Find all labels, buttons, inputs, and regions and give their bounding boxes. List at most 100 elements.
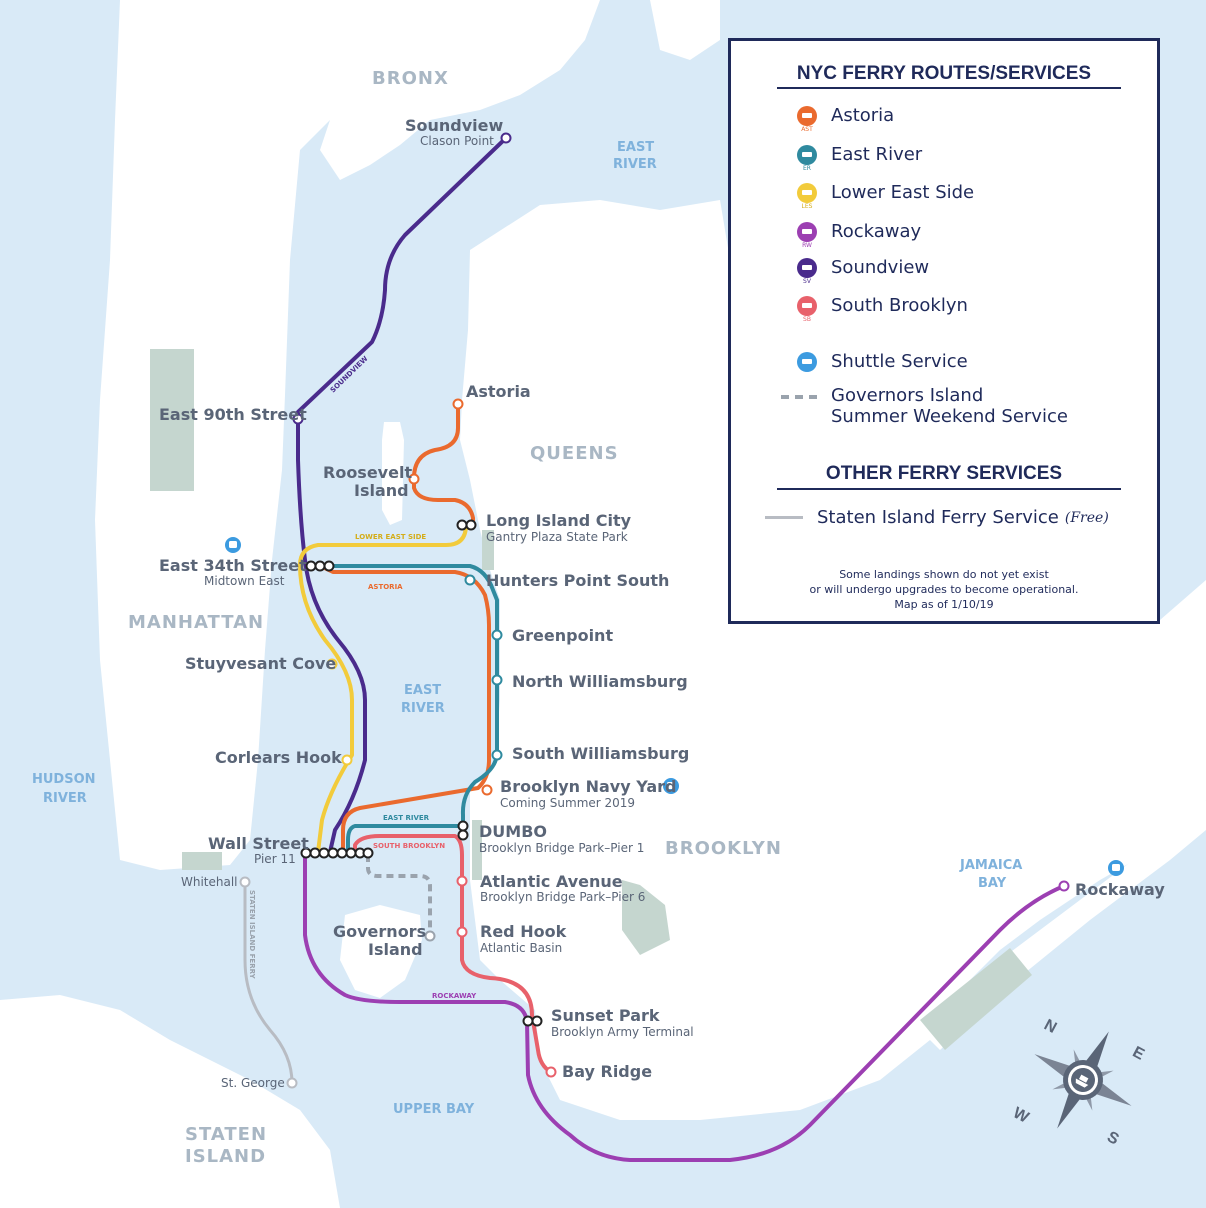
station-label-south-williamsburg: South Williamsburg: [512, 744, 689, 763]
stop-east-90th[interactable]: [292, 413, 304, 425]
staten-island-ferry-line: [243, 882, 294, 1084]
legend-other-title: OTHER FERRY SERVICES: [825, 463, 1063, 484]
legend-label-shuttle: Shuttle Service: [831, 351, 968, 372]
station-label-governors-1: Governors: [333, 922, 426, 941]
manhattan-land: [95, 0, 330, 870]
legend-label-lower-east-side: Lower East Side: [831, 182, 975, 203]
stop-south-williamsburg[interactable]: [491, 749, 503, 761]
stop-long-island-city[interactable]: [456, 519, 477, 531]
bronx-east-land: [650, 0, 720, 60]
legend-row-shuttle: Shuttle Service: [797, 351, 968, 372]
stop-north-williamsburg[interactable]: [491, 674, 503, 686]
station-label-astoria: Astoria: [466, 382, 531, 401]
east-river-route-label: EAST RIVER: [383, 814, 430, 822]
stop-sunset-park[interactable]: [522, 1015, 543, 1027]
stop-hunters-point[interactable]: [464, 574, 476, 586]
water-label-upper-bay: UPPER BAY: [393, 1102, 475, 1117]
brooklyn-bridge-park: [472, 820, 482, 880]
station-label-sunset-park: Sunset Park: [551, 1006, 660, 1025]
legend-row-east-river: ER East River: [797, 144, 923, 172]
legend-label-east-river: East River: [831, 144, 923, 165]
east-river-route: [316, 564, 499, 854]
station-sub-atlantic: Brooklyn Bridge Park–Pier 6: [480, 890, 645, 904]
staten-island-ferry-label: STATEN ISLAND FERRY: [248, 890, 256, 980]
legend-note-3: Map as of 1/10/19: [894, 598, 994, 611]
rockaway-park: [920, 948, 1032, 1050]
water-label-east-river-mid-2: RIVER: [401, 701, 445, 716]
water-label-jamaica-1: JAMAICA: [959, 858, 1022, 873]
stop-red-hook[interactable]: [456, 926, 468, 938]
legend-row-astoria: AST Astoria: [797, 105, 894, 133]
queens-brooklyn-land: [460, 200, 1206, 1120]
stop-soundview[interactable]: [500, 132, 512, 144]
legend-panel: NYC FERRY ROUTES/SERVICES AST Astoria ER…: [728, 38, 1160, 624]
stop-stuyvesant-cove[interactable]: [326, 658, 338, 670]
lower-east-side-route: [298, 523, 468, 854]
station-sub-navy-yard: Coming Summer 2019: [500, 796, 635, 810]
stop-governors-island[interactable]: [424, 930, 436, 942]
stop-east-34th[interactable]: [305, 560, 335, 572]
legend-title: NYC FERRY ROUTES/SERVICES: [796, 63, 1092, 84]
lower-east-side-route-icon: LES: [797, 182, 817, 210]
stop-corlears-hook[interactable]: [341, 754, 353, 766]
legend-row-governors: Governors Island Summer Weekend Service: [781, 385, 1068, 427]
station-label-roosevelt-1: Roosevelt: [323, 463, 412, 482]
station-label-greenpoint: Greenpoint: [512, 626, 613, 645]
area-label-manhattan: MANHATTAN: [128, 612, 264, 633]
water-label-east-river-top-2: RIVER: [613, 157, 657, 172]
water-label-jamaica-2: BAY: [978, 876, 1007, 891]
governors-island-land: [340, 905, 422, 998]
stop-wall-street[interactable]: [300, 847, 374, 859]
roosevelt-island-land: [382, 422, 404, 525]
stop-dumbo[interactable]: [457, 820, 469, 841]
stop-greenpoint[interactable]: [491, 629, 503, 641]
stop-astoria[interactable]: [452, 398, 464, 410]
station-label-soundview: Soundview: [405, 116, 504, 135]
legend-row-soundview: SV Soundview: [797, 257, 930, 285]
prospect-park: [622, 880, 670, 955]
station-sub-sunset-park: Brooklyn Army Terminal: [551, 1025, 694, 1039]
legend-label-south-brooklyn: South Brooklyn: [831, 295, 968, 316]
south-brooklyn-route: [353, 834, 553, 1074]
water-label-hudson-1: HUDSON: [32, 772, 96, 787]
station-label-wall-street: Wall Street: [208, 834, 309, 853]
station-label-corlears: Corlears Hook: [215, 748, 342, 767]
station-label-rockaway: Rockaway: [1075, 880, 1165, 899]
stop-rockaway[interactable]: [1058, 880, 1070, 892]
station-label-governors-2: Island: [368, 940, 423, 959]
rockaway-route: [303, 853, 1066, 1162]
south-brooklyn-route-label: SOUTH BROOKLYN: [373, 842, 445, 850]
legend-note-1: Some landings shown do not yet exist: [839, 568, 1049, 581]
stop-whitehall[interactable]: [239, 876, 251, 888]
station-label-atlantic: Atlantic Avenue: [480, 872, 623, 891]
legend-governors-text: Governors Island Summer Weekend Service: [831, 385, 1068, 427]
water-label-east-river-top-1: EAST: [617, 140, 654, 155]
legend-row-staten: Staten Island Ferry Service (Free): [765, 507, 1109, 528]
astoria-route-label: ASTORIA: [368, 583, 403, 591]
routes-layer: [296, 136, 1066, 1162]
station-sub-lic: Gantry Plaza State Park: [486, 530, 628, 544]
station-label-roosevelt-2: Island: [354, 481, 409, 500]
shuttle-icon-navy-yard: [663, 778, 679, 794]
east-river-route-icon: ER: [797, 144, 817, 172]
park-layer: [150, 349, 1032, 1050]
stop-bay-ridge[interactable]: [545, 1066, 557, 1078]
soundview-route: [296, 136, 508, 854]
stop-roosevelt[interactable]: [408, 473, 420, 485]
stop-navy-yard[interactable]: [481, 784, 493, 796]
station-label-stuyvesant: Stuyvesant Cove: [185, 654, 336, 673]
legend-label-staten-free: (Free): [1064, 509, 1109, 526]
stop-atlantic-avenue[interactable]: [456, 875, 468, 887]
station-sub-dumbo: Brooklyn Bridge Park–Pier 1: [479, 841, 644, 855]
legend-label-staten: Staten Island Ferry Service: [817, 507, 1059, 528]
station-sub-red-hook: Atlantic Basin: [480, 941, 562, 955]
station-label-hunters-point: Hunters Point South: [486, 571, 669, 590]
lower-east-side-route-label: LOWER EAST SIDE: [355, 533, 426, 541]
station-label-navy-yard: Brooklyn Navy Yard: [500, 777, 676, 796]
shuttle-icon-east-34th: [225, 537, 241, 553]
stop-st-george[interactable]: [286, 1077, 298, 1089]
legend-label-soundview: Soundview: [831, 257, 930, 278]
legend-row-south-brooklyn: SB South Brooklyn: [797, 295, 968, 323]
stops-layer: [239, 132, 1070, 1089]
station-sub-soundview: Clason Point: [420, 134, 494, 148]
